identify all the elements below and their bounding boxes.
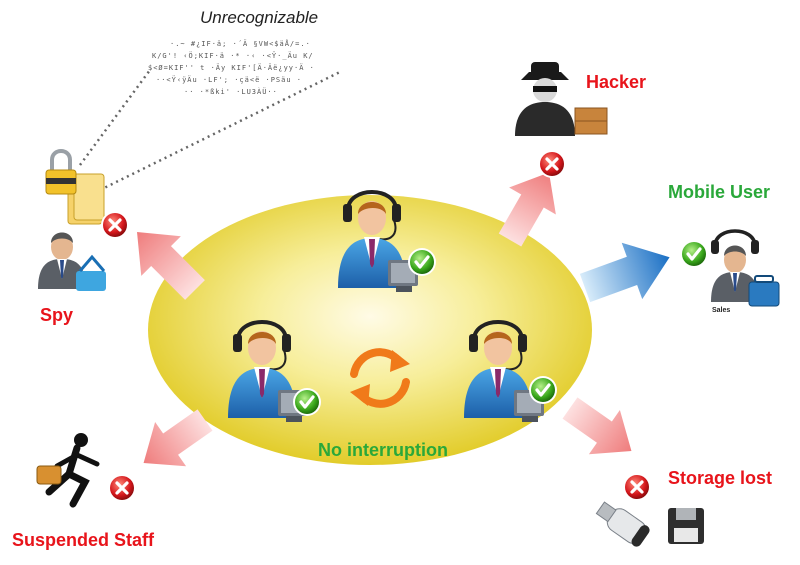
close-icon: [536, 148, 568, 180]
locked-folder-icon: [45, 149, 105, 225]
check-icon: [527, 374, 559, 406]
arrow-to-hacker: [498, 172, 556, 247]
cipher-line: K/G'! ‹Ö;KIF·ä ·* ·‹ ·<Ÿ·_Äu K/: [152, 52, 314, 60]
arrow-to-suspended-staff: [143, 409, 213, 467]
running-man-icon: [36, 433, 100, 508]
check-icon: [291, 386, 323, 418]
label-spy: Spy: [40, 305, 74, 325]
arrow-to-spy: [137, 232, 205, 300]
callout-dotted-line: [99, 70, 341, 192]
mobile-user-icon: [711, 229, 780, 307]
floppy-disk-icon: [668, 508, 704, 544]
cipher-line: $<Ø=KIF'' t ·Äy KIF'[Ä·Äë¿yy·Ä ·: [148, 64, 315, 72]
label-hacker: Hacker: [586, 72, 647, 92]
check-icon: [678, 238, 710, 270]
label-no-interruption: No interruption: [318, 440, 448, 460]
usb-drive-icon: [595, 501, 650, 547]
label-unrecognizable: Unrecognizable: [200, 8, 319, 27]
callout-dotted-line: [78, 69, 152, 166]
label-storage-lost: Storage lost: [668, 468, 773, 488]
hacker-icon: [515, 62, 608, 136]
arrow-to-storage-lost: [562, 397, 632, 455]
check-icon: [406, 246, 438, 278]
cipher-line: ·· ·*ßki' ·LU3ÀÜ··: [184, 88, 278, 96]
label-sales: Sales: [712, 307, 731, 314]
cipher-text-cloud: ·.~ #¿IF·ä; ·´Ä §VW<$äÅ/=.· K/G'! ‹Ö;KIF…: [148, 38, 368, 98]
label-suspended-staff: Suspended Staff: [12, 530, 155, 550]
spy-figure-icon: [38, 232, 106, 291]
label-mobile-user: Mobile User: [668, 182, 771, 202]
close-icon: [621, 471, 653, 503]
close-icon: [99, 209, 131, 241]
sync-icon: [350, 348, 410, 408]
arrow-to-mobile-user: [579, 242, 670, 303]
close-icon: [106, 472, 138, 504]
cipher-line: ··<Ÿ‹ÿÄu ·LF'; ·çä<ë ·PSäu ·: [156, 76, 303, 84]
cipher-line: ·.~ #¿IF·ä; ·´Ä §VW<$äÅ/=.·: [170, 40, 311, 48]
